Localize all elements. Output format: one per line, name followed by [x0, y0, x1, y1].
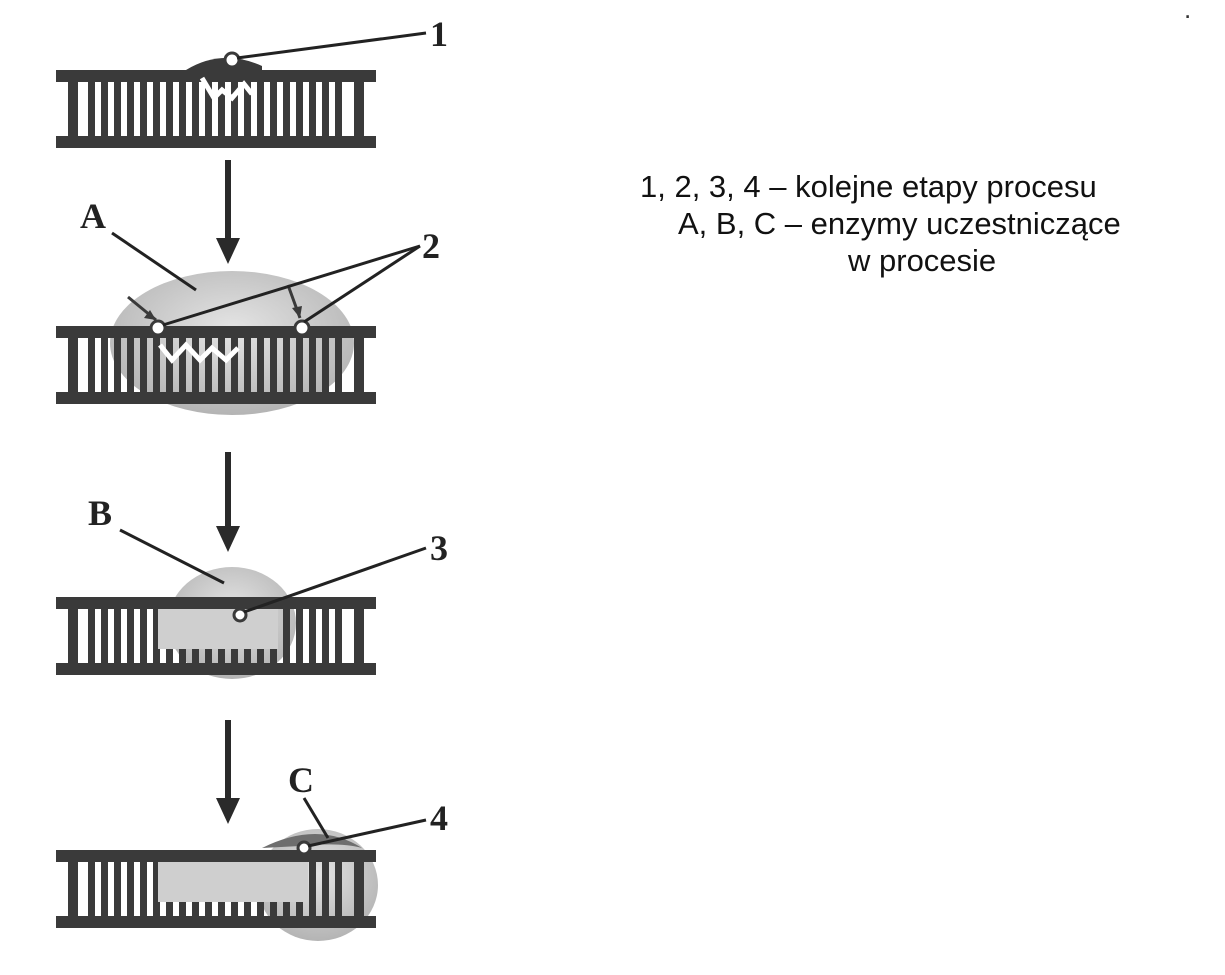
marker-2b — [293, 319, 311, 337]
corner-mark: . — [1184, 0, 1192, 24]
leader-4 — [307, 818, 427, 848]
enzyme-a-arrow-left-head — [144, 310, 156, 320]
enzyme-label-a: A — [80, 196, 106, 236]
legend: 1, 2, 3, 4 – kolejne etapy procesu A, B,… — [640, 168, 1225, 279]
enzyme-label-c: C — [288, 760, 314, 800]
marker-1 — [223, 51, 241, 69]
process-arrow-2 — [216, 452, 240, 552]
process-arrow-1 — [216, 160, 240, 264]
marker-2a — [149, 319, 167, 337]
damaged-bases-2 — [158, 341, 240, 364]
damaged-bases-1 — [199, 76, 254, 103]
enzyme-label-b: B — [88, 493, 112, 533]
legend-line-process: w procesie — [848, 243, 997, 278]
legend-line-stages: 1, 2, 3, 4 – kolejne etapy procesu — [640, 169, 1097, 204]
leader-c — [302, 797, 330, 839]
stage-label-2: 2 — [422, 226, 440, 266]
repaired-region-4 — [158, 862, 308, 902]
leader-b — [119, 528, 225, 585]
leader-2b — [303, 244, 421, 324]
enzyme-a-arrow-right-head — [292, 306, 302, 318]
damage-bulge-1 — [186, 57, 262, 78]
stage-label-1: 1 — [430, 14, 448, 54]
leader-a — [111, 231, 197, 292]
leader-1 — [236, 31, 427, 60]
leader-3 — [243, 546, 427, 614]
repaired-region-3 — [158, 609, 278, 649]
stage-label-3: 3 — [430, 528, 448, 568]
enzyme-c-cap — [262, 834, 362, 848]
process-arrow-3 — [216, 720, 240, 824]
stage-label-4: 4 — [430, 798, 448, 838]
legend-line-enzymes: A, B, C – enzymy uczestniczące — [678, 206, 1121, 241]
dna-segment-1 — [56, 70, 376, 148]
marker-3 — [232, 607, 248, 623]
marker-4 — [296, 840, 312, 856]
leader-2a — [162, 244, 421, 327]
